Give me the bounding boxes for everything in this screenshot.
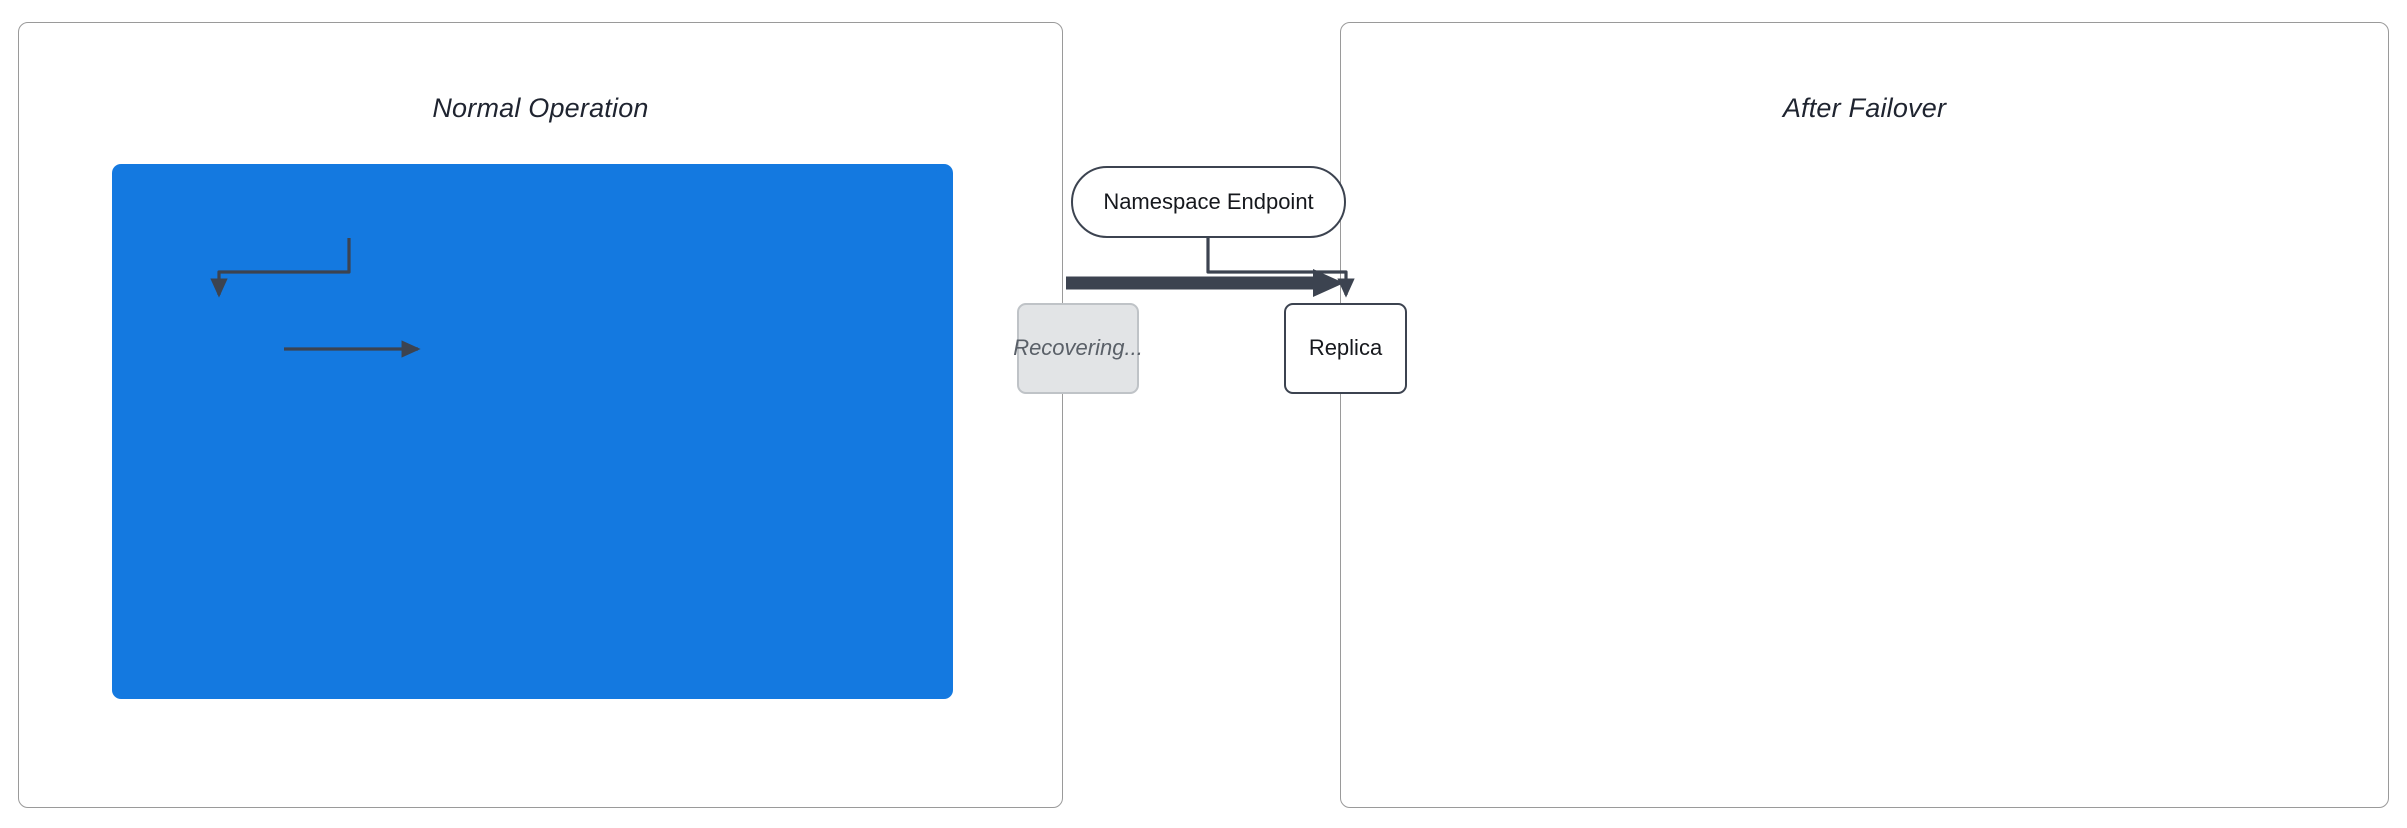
blue-region-after-failover (112, 164, 937, 699)
panel-after-failover-title: After Failover (1782, 93, 1947, 123)
node-namespace-endpoint-failover-label: Namespace Endpoint (1103, 188, 1314, 214)
node-replica-failover-label: Replica (1308, 335, 1383, 361)
panel-after-failover: After Failover (1340, 22, 2389, 808)
node-recovering[interactable]: Recovering... (1013, 303, 1143, 394)
node-recovering-label: Recovering... (1013, 335, 1143, 361)
edge-endpoint-to-replica (1206, 238, 1355, 298)
transition-arrow-failover (1066, 269, 1344, 297)
node-namespace-endpoint-failover[interactable]: Namespace Endpoint (1071, 166, 1346, 238)
node-replica-failover[interactable]: Replica (1284, 303, 1407, 394)
panel-normal-operation-title: Normal Operation (432, 93, 649, 123)
